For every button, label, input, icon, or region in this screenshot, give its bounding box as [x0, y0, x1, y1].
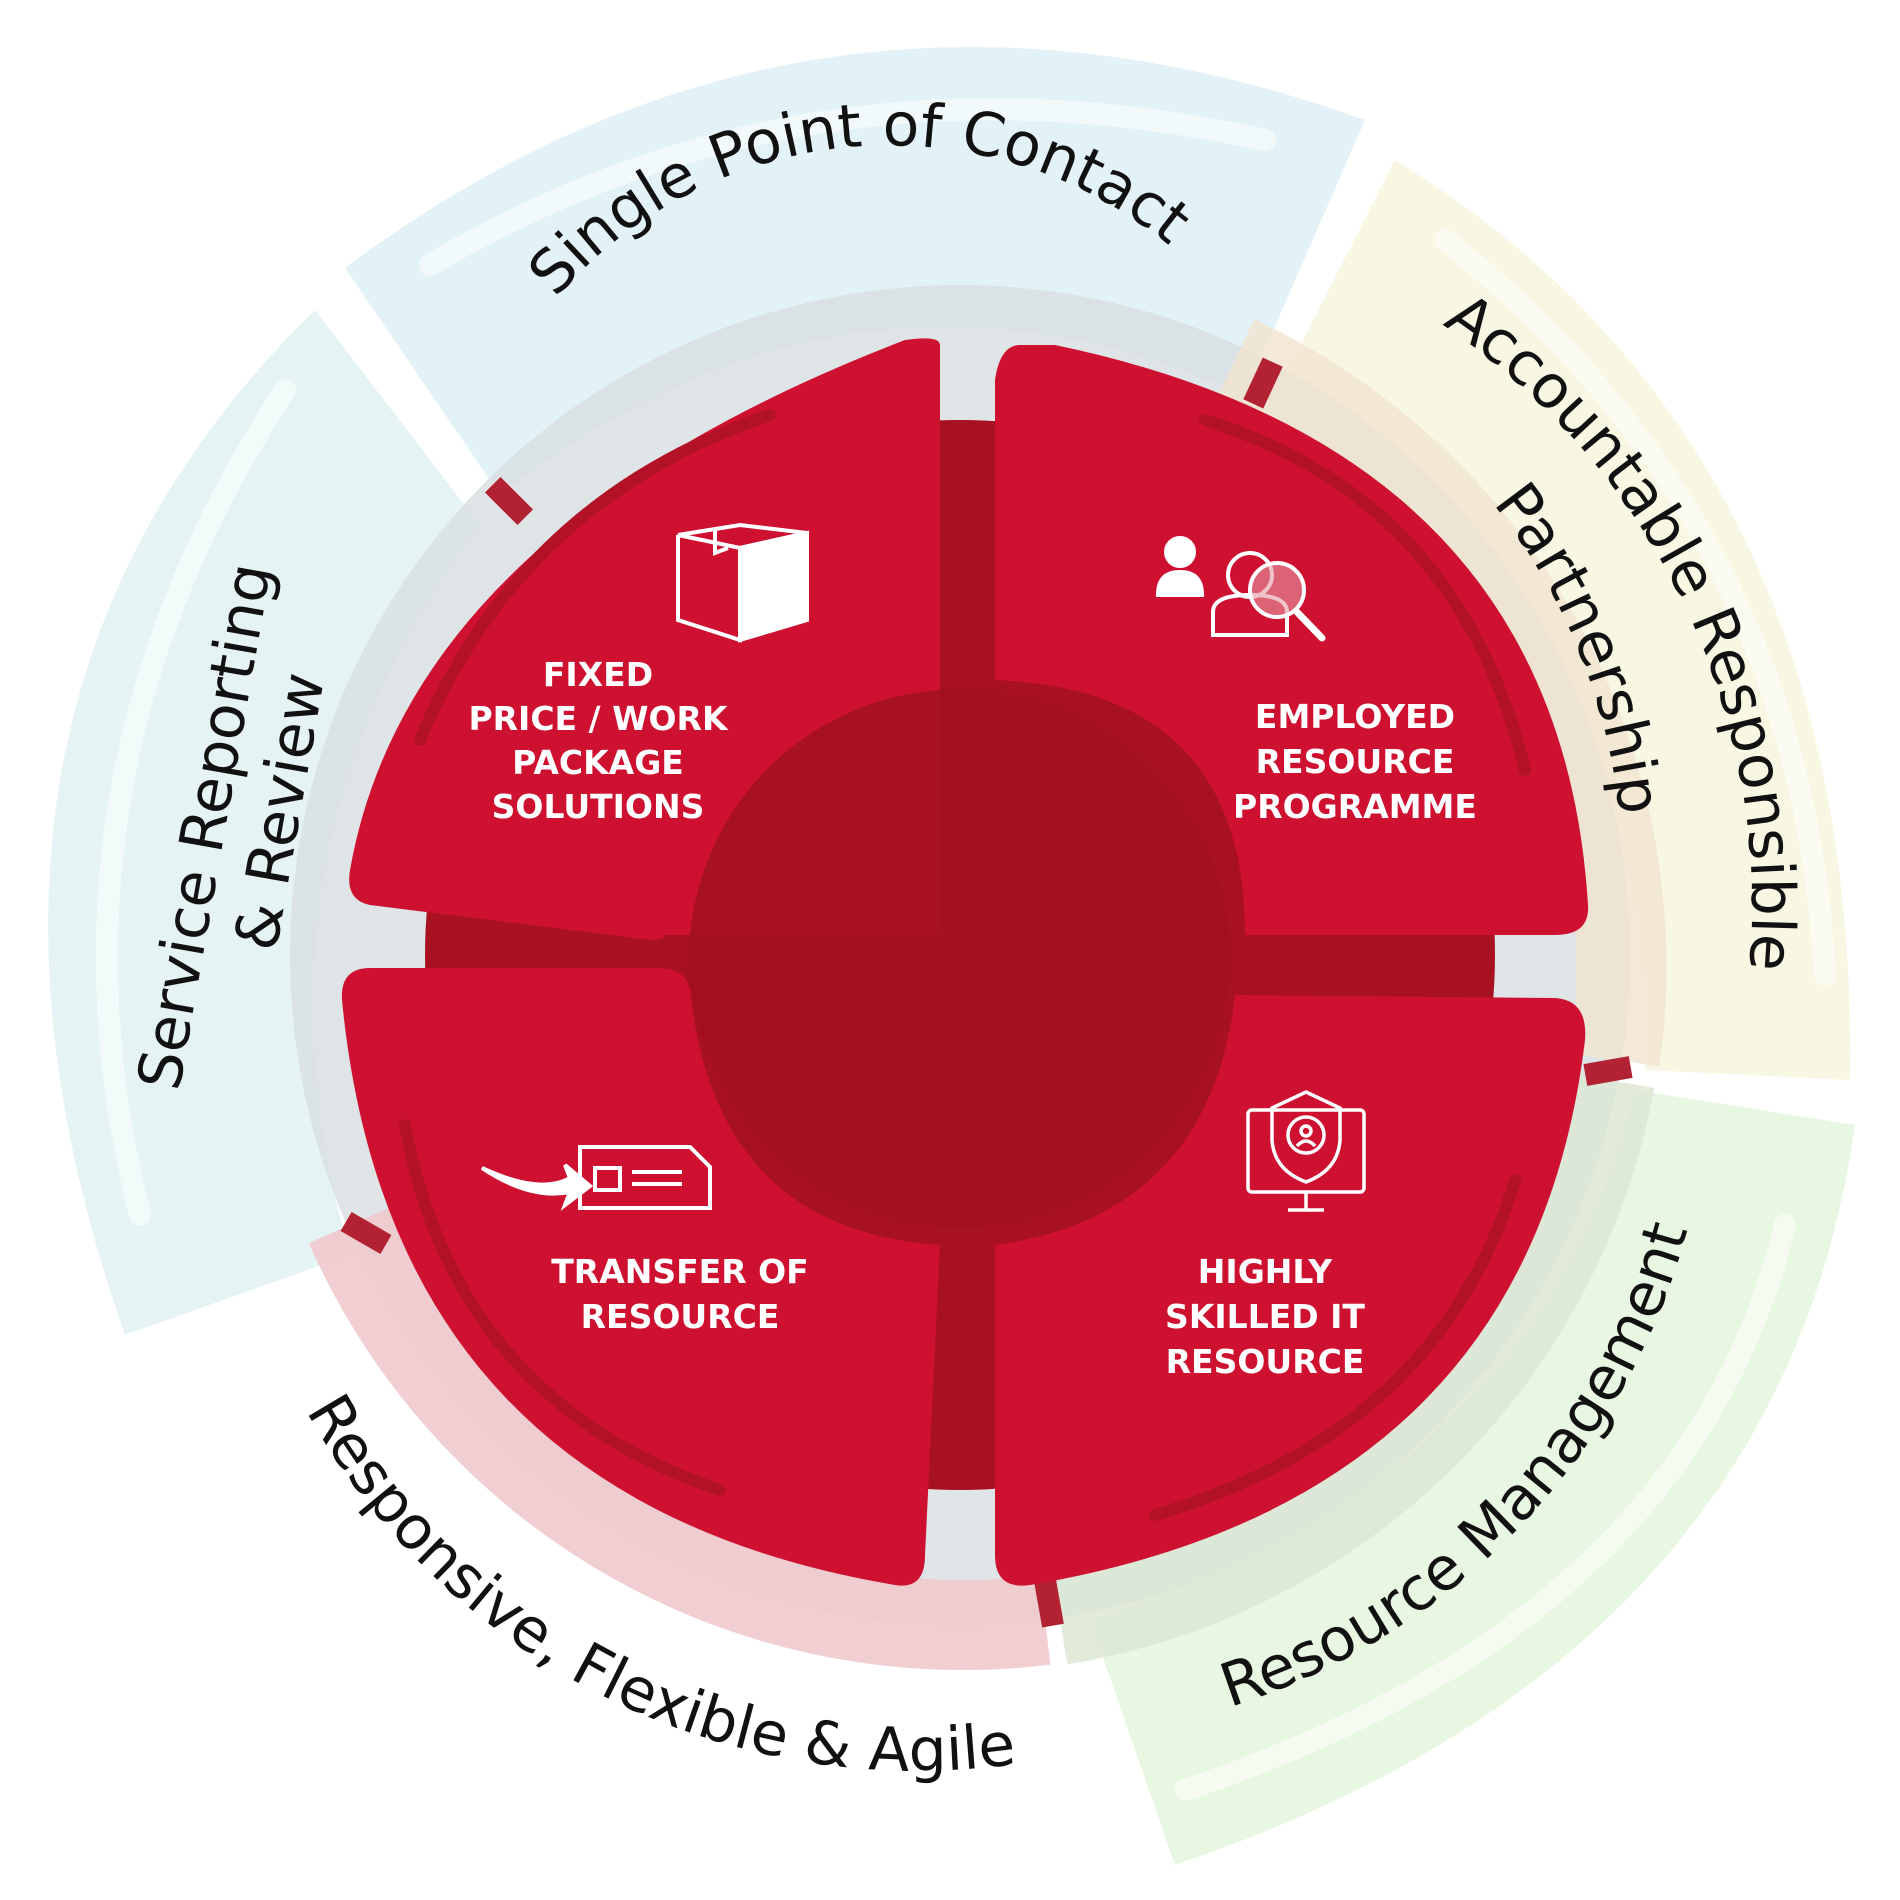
quadrant-inner-arc	[1149, 1174, 1521, 1521]
quadrants	[341, 338, 1589, 1586]
outer-ring	[48, 47, 1855, 1865]
label-highly-skilled: HIGHLY SKILLED IT RESOURCE	[1165, 1252, 1365, 1381]
quadrant-inner-arc	[399, 1119, 726, 1496]
quadrant-employed-resource	[995, 345, 1589, 935]
ring-tick	[484, 476, 534, 526]
ring-tick	[1034, 1578, 1064, 1628]
quadrant-label-line: TRANSFER OF	[551, 1252, 808, 1291]
ring-tick	[1583, 1056, 1633, 1086]
outer-segment-resource-management	[1090, 1090, 1855, 1865]
quadrant-transfer-of-resource	[341, 968, 940, 1586]
label-employed-resource: EMPLOYED RESOURCE PROGRAMME	[1233, 697, 1477, 826]
outer-segment-service-reporting-review	[48, 310, 480, 1335]
outer-highlight-rightbottom	[1174, 1214, 1796, 1801]
quadrant-label-line: SKILLED IT	[1165, 1297, 1365, 1336]
quadrant-label-line: PROGRAMME	[1233, 787, 1477, 826]
label-transfer-of-resource: TRANSFER OF RESOURCE	[551, 1252, 808, 1336]
quadrant-inner-arc	[1199, 414, 1531, 776]
quadrant-label-line: RESOURCE	[1166, 1342, 1365, 1381]
quadrant-label-line: FIXED	[543, 655, 653, 694]
people-search-icon	[1155, 536, 1326, 642]
security-monitor-icon	[1246, 1090, 1366, 1212]
ring-tick	[340, 1211, 392, 1255]
quadrant-label-line: PRICE / WORK	[468, 699, 729, 738]
outer-highlight-left	[95, 379, 296, 1226]
quadrant-label-line: PACKAGE	[512, 743, 684, 782]
box-icon	[676, 522, 809, 643]
outer-segment-single-point-of-contact	[345, 47, 1365, 495]
label-fixed-price: FIXED PRICE / WORK PACKAGE SOLUTIONS	[468, 655, 729, 826]
quadrant-label-line: RESOURCE	[581, 1297, 780, 1336]
quadrant-label-line: SOLUTIONS	[492, 787, 705, 826]
quadrant-inner-arc	[414, 409, 776, 746]
quadrant-label-line: RESOURCE	[1256, 742, 1455, 781]
outer-highlight-top	[419, 98, 1276, 276]
quadrant-highly-skilled	[995, 995, 1586, 1586]
quadrant-label-line: EMPLOYED	[1255, 697, 1455, 736]
quadrant-fixed-price-cutout	[690, 690, 940, 935]
transfer-document-icon	[480, 1145, 712, 1211]
quadrant-label-line: HIGHLY	[1198, 1252, 1333, 1291]
outer-highlight-right	[1434, 229, 1836, 986]
ring-tick	[1243, 357, 1283, 409]
